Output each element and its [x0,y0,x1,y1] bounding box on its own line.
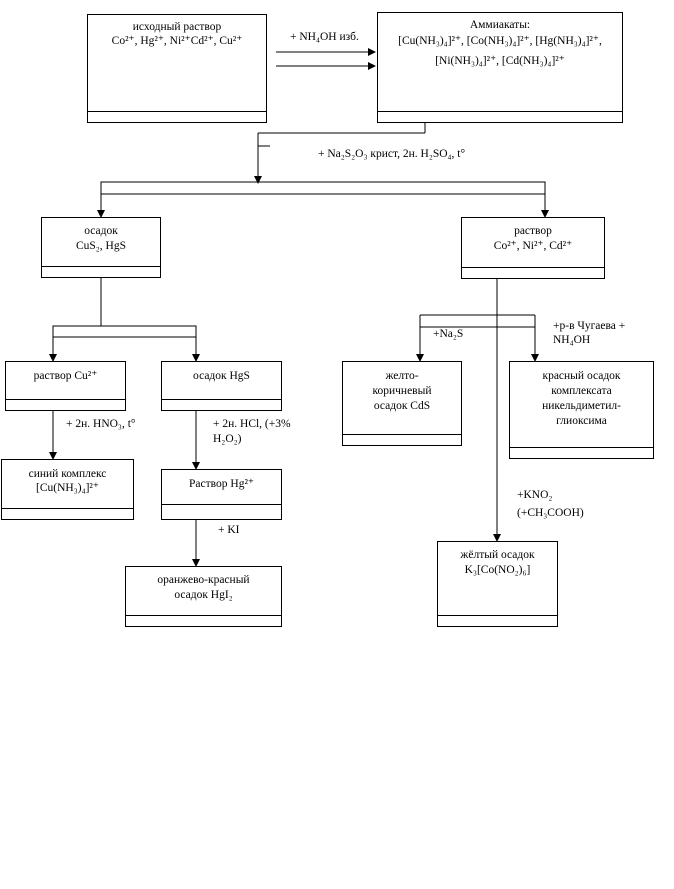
cobalt-yellow-box: жёлтый осадок K₃[Co(NO₂)₆] [437,541,558,627]
hg-solution-box: Раствор Hg²⁺ [161,469,282,520]
reagent-kno2: +KNO₂ [517,489,553,501]
hgs-precipitate-label: осадок HgS [193,370,250,382]
source-title: исходный раствор [132,21,222,33]
source-ions: Co²⁺, Hg²⁺, Ni²⁺Cd²⁺, Cu²⁺ [111,35,243,47]
ammines-box: Аммиакаты: [Cu(NH₃)₄]²⁺, [Co(NH₃)₄]²⁺, [… [377,12,623,123]
precipitate-box: осадок CuS₂, HgS [41,217,161,278]
reagent-na2s: +Na₂S [433,328,464,340]
hgi2-line-1: оранжево-красный [157,574,250,586]
reagent-chugaev-nh4oh: NH₄OH [553,334,591,346]
reagent-thiosulfate: + Na₂S₂O₃ крист, 2н. H₂SO₄, t° [318,148,466,160]
reagent-ki: + KI [218,524,240,536]
hgi2-box: оранжево-красный осадок HgI₂ [125,566,282,627]
solution-title: раствор [514,225,552,237]
precipitate-formula: CuS₂, HgS [75,240,127,252]
reagent-h2o2: H₂O₂) [213,433,242,445]
reagent-hno3: + 2н. HNO₃, t° [66,418,136,430]
reagent-chugaev: +р-в Чугаева + [553,320,626,332]
source-solution-box: исходный раствор Co²⁺, Hg²⁺, Ni²⁺Cd²⁺, C… [87,14,267,123]
blue-complex-formula: [Cu(NH₃)₄]²⁺ [36,482,99,494]
cu-solution-label: раствор Cu²⁺ [33,370,98,382]
ni-line-3: никельдиметил- [542,400,621,412]
precipitate-title: осадок [84,225,118,237]
cds-precipitate-box: желто- коричневый осадок CdS [342,361,462,446]
solution-ions: Co²⁺, Ni²⁺, Cd²⁺ [493,240,573,252]
cds-line-1: желто- [385,370,419,382]
solution-box: раствор Co²⁺, Ni²⁺, Cd²⁺ [461,217,605,279]
ammines-title: Аммиакаты: [469,19,531,31]
cds-line-2: коричневый [372,385,432,397]
ammines-line-2: [Ni(NH₃)₄]²⁺, [Cd(NH₃)₄]²⁺ [435,55,565,67]
reagent-hcl: + 2н. HCl, (+3% [213,418,291,430]
ammines-line-1: [Cu(NH₃)₄]²⁺, [Co(NH₃)₄]²⁺, [Hg(NH₃)₄]²⁺… [398,35,602,47]
blue-complex-box: синий комплекс [Cu(NH₃)₄]²⁺ [1,459,134,520]
cobalt-line-1: жёлтый осадок [460,549,535,561]
hg-solution-label: Раствор Hg²⁺ [189,478,254,490]
hgi2-line-2: осадок HgI₂ [174,589,233,601]
ni-line-2: комплексата [551,385,612,397]
ni-line-1: красный осадок [542,370,621,382]
cu-solution-box: раствор Cu²⁺ [5,361,126,411]
hgs-precipitate-box: осадок HgS [161,361,282,411]
blue-complex-title: синий комплекс [28,468,107,480]
reagent-ch3cooh: (+CH₃COOH) [517,507,584,519]
ni-complex-box: красный осадок комплексата никельдиметил… [509,361,654,459]
cds-line-3: осадок CdS [373,400,431,412]
cobalt-line-2: K₃[Co(NO₂)₆] [464,564,531,576]
ni-line-4: глиоксима [556,415,607,427]
reagent-nh4oh: + NH₄OH изб. [290,31,359,43]
